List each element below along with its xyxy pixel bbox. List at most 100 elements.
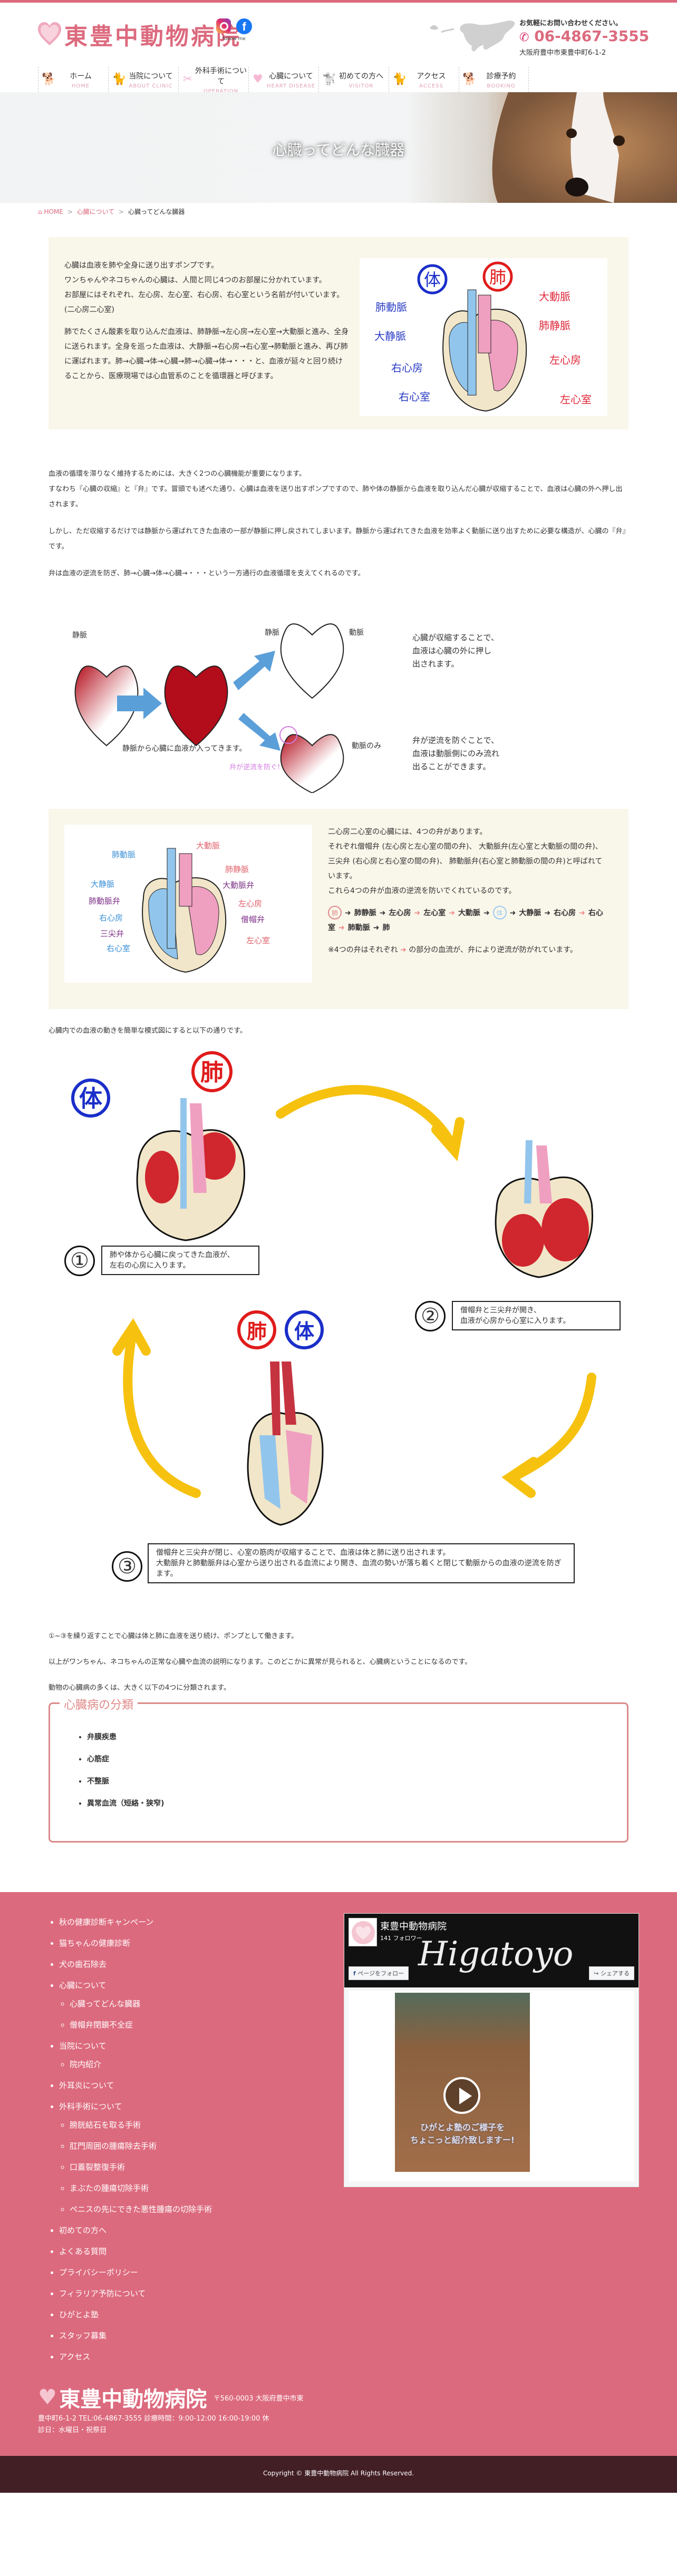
valve-fig-label: 大動脈弁 <box>223 880 254 890</box>
step-3-caption: 僧帽弁と三尖弁が閉じ、心室の筋肉が収縮することで、血液は体と肺に送り出されます。… <box>148 1543 575 1583</box>
nav-label: 外科手術について <box>195 66 247 86</box>
nav-label: アクセス <box>417 72 446 81</box>
artery-only-label: 動脈のみ <box>352 742 381 750</box>
facebook-follow-button[interactable]: f ページをフォロー <box>349 1966 409 1980</box>
footer-nav-link[interactable]: フィラリア予防について <box>59 2289 146 2298</box>
dog-photo <box>492 92 677 203</box>
dark-arrow-icon: ➜ <box>379 909 386 917</box>
footer-nav-link[interactable]: 外科手術について <box>59 2102 122 2111</box>
nav-sublabel: HEART DISEASE <box>266 83 315 89</box>
footer-nav-link[interactable]: 心臓について <box>59 1981 107 1990</box>
function-paragraph: 血液の循環を滞りなく維持するためには、大きく2つの心臓機能が重要になります。 す… <box>49 470 623 508</box>
lung-circle-icon: 肺 <box>328 906 342 919</box>
contact-block: お気軽にお問い合わせください。 ✆ 06-4867-3555 大阪府豊中市東豊中… <box>519 17 649 57</box>
pink-arrow-icon: ➜ <box>579 909 585 917</box>
footer-logo[interactable]: 東豊中動物病院 <box>59 2387 207 2412</box>
footer-nav-item: アクセス <box>59 2351 639 2362</box>
cycle-intro: 心臓内での血液の動きを簡単な模式図にすると以下の通りです。 <box>49 1027 247 1035</box>
contact-lead: お気軽にお問い合わせください。 <box>519 19 623 27</box>
follow-me-label: follow me <box>223 36 246 42</box>
poodle-icon: 🐩 <box>322 73 337 86</box>
nav-label: 初めての方へ <box>339 72 383 81</box>
instagram-icon[interactable] <box>216 18 231 33</box>
nav-label: ホーム <box>70 72 92 81</box>
contraction-caption-line1: 心臓が収縮することで、 <box>412 633 499 642</box>
footer-info: ♥ 東豊中動物病院 〒560-0003 大阪府豊中市東 豊中町6-1-2 TEL… <box>38 2382 333 2436</box>
footer-nav-item: 初めての方へ <box>59 2225 639 2236</box>
flow-step: 大静脈 <box>519 909 541 917</box>
footer-subnav-item[interactable]: 肛門周囲の腫瘍除去手術 <box>70 2140 639 2151</box>
footer-nav-link[interactable]: 初めての方へ <box>59 2226 107 2235</box>
flow-step: 大動脈 <box>458 909 480 917</box>
footer-nav-link[interactable]: 猫ちゃんの健康診断 <box>59 1938 131 1948</box>
home-icon: ⌂ <box>38 208 42 216</box>
footer-heart-logo-icon: ♥ <box>38 2385 57 2410</box>
footer-subnav-item[interactable]: 膀胱結石を取る手術 <box>70 2119 639 2130</box>
valve-caption-line3: 出ることができます。 <box>412 762 491 771</box>
footer-nav: 秋の健康診断キャンペーン猫ちゃんの健康診断犬の歯石除去心臓について心臓ってどんな… <box>38 1916 639 2362</box>
dark-arrow-icon: ➜ <box>483 909 490 917</box>
flow-step: 右心房 <box>554 909 576 917</box>
footer-nav-link[interactable]: よくある質問 <box>59 2247 107 2256</box>
footer-nav-link[interactable]: ひがとよ塾 <box>59 2310 99 2319</box>
footer-nav-link[interactable]: スタッフ募集 <box>59 2331 107 2340</box>
footer-subnav-item[interactable]: ペニスの先にできた悪性腫瘍の切除手術 <box>70 2203 639 2215</box>
play-icon[interactable] <box>443 2077 480 2114</box>
label-left-ventricle: 左心室 <box>560 393 592 406</box>
facebook-page-widget: Higatoyo 東豊中動物病院 141 フォロワー f ページをフォロー ↪ … <box>344 1913 639 2187</box>
footer-subnav-item[interactable]: 僧帽弁閉鎖不全症 <box>70 2019 639 2030</box>
breadcrumb-parent[interactable]: 心臓について <box>76 208 115 216</box>
valve-fig-label: 僧帽弁 <box>241 915 265 924</box>
valve-fig-label: 大静脈 <box>91 879 114 889</box>
footer-nav-link[interactable]: 当院について <box>59 2041 107 2051</box>
nav-sublabel: OPERATION <box>203 88 239 94</box>
flow-step: 肺動脈 <box>347 924 370 932</box>
phone-number[interactable]: ✆ 06-4867-3555 <box>519 27 649 47</box>
breadcrumb-home[interactable]: HOME <box>44 208 63 216</box>
pink-arrow-icon: ➜ <box>449 909 455 917</box>
footer-nav-item: 外耳炎について <box>59 2080 639 2091</box>
cat-sitting-icon: 🐈 <box>392 73 407 86</box>
footer-nav-link[interactable]: 秋の健康診断キャンペーン <box>59 1917 154 1927</box>
footer-nav-item: 秋の健康診断キャンペーン <box>59 1916 639 1927</box>
breadcrumb: ⌂ HOME > 心臓について > 心臓ってどんな臓器 <box>0 203 677 220</box>
facebook-page-name[interactable]: 東豊中動物病院 <box>380 1921 447 1932</box>
intro-paragraph-2: 肺でたくさん酸素を取り込んだ血液は、肺静脈→左心房→左心室→大動脈と進み、全身に… <box>64 328 349 380</box>
footer-nav-item: スタッフ募集 <box>59 2330 639 2341</box>
facebook-icon[interactable]: f <box>236 18 252 34</box>
footer-nav-link[interactable]: アクセス <box>59 2352 91 2362</box>
facebook-avatar[interactable] <box>349 1918 377 1946</box>
step1-heart <box>71 1051 245 1241</box>
follow-label: ページをフォロー <box>357 1970 404 1977</box>
share-label: シェアする <box>601 1970 630 1977</box>
flow-step: 左心室 <box>423 909 446 917</box>
footer-nav-item: プライバシーポリシー <box>59 2267 639 2278</box>
social-links: f follow me <box>216 18 252 42</box>
facebook-share-button[interactable]: ↪ シェアする <box>589 1966 634 1980</box>
footer-nav-link[interactable]: 外耳炎について <box>59 2081 114 2090</box>
heart-logo-icon <box>38 22 61 46</box>
footer-subnav-item[interactable]: 口蓋裂整復手術 <box>70 2161 639 2172</box>
classification-title: 心臓病の分類 <box>60 1696 138 1712</box>
valve-fig-label: 左心房 <box>238 899 262 908</box>
footer-subnav-item[interactable]: まぶたの腫瘍切除手術 <box>70 2182 639 2193</box>
footer-nav-link[interactable]: 犬の歯石除去 <box>59 1960 107 1969</box>
nav-sublabel: HOME <box>71 83 90 89</box>
body-circle-label-3: 体 <box>294 1320 314 1343</box>
footer-subnav-item[interactable]: 院内紹介 <box>70 2059 639 2070</box>
label-right-ventricle: 右心室 <box>399 390 430 403</box>
footer-nav-link[interactable]: プライバシーポリシー <box>59 2268 138 2277</box>
facebook-video[interactable]: ひがとよ塾のご様子を ちょこっと紹介致しますー! <box>395 1993 530 2172</box>
footer-subnav-item[interactable]: 心臓ってどんな臓器 <box>70 1998 639 2009</box>
dark-arrow-icon: ➜ <box>544 909 551 917</box>
site-logo[interactable]: 東豊中動物病院 <box>38 17 241 51</box>
valve-fig-label: 肺動脈 <box>112 850 136 859</box>
